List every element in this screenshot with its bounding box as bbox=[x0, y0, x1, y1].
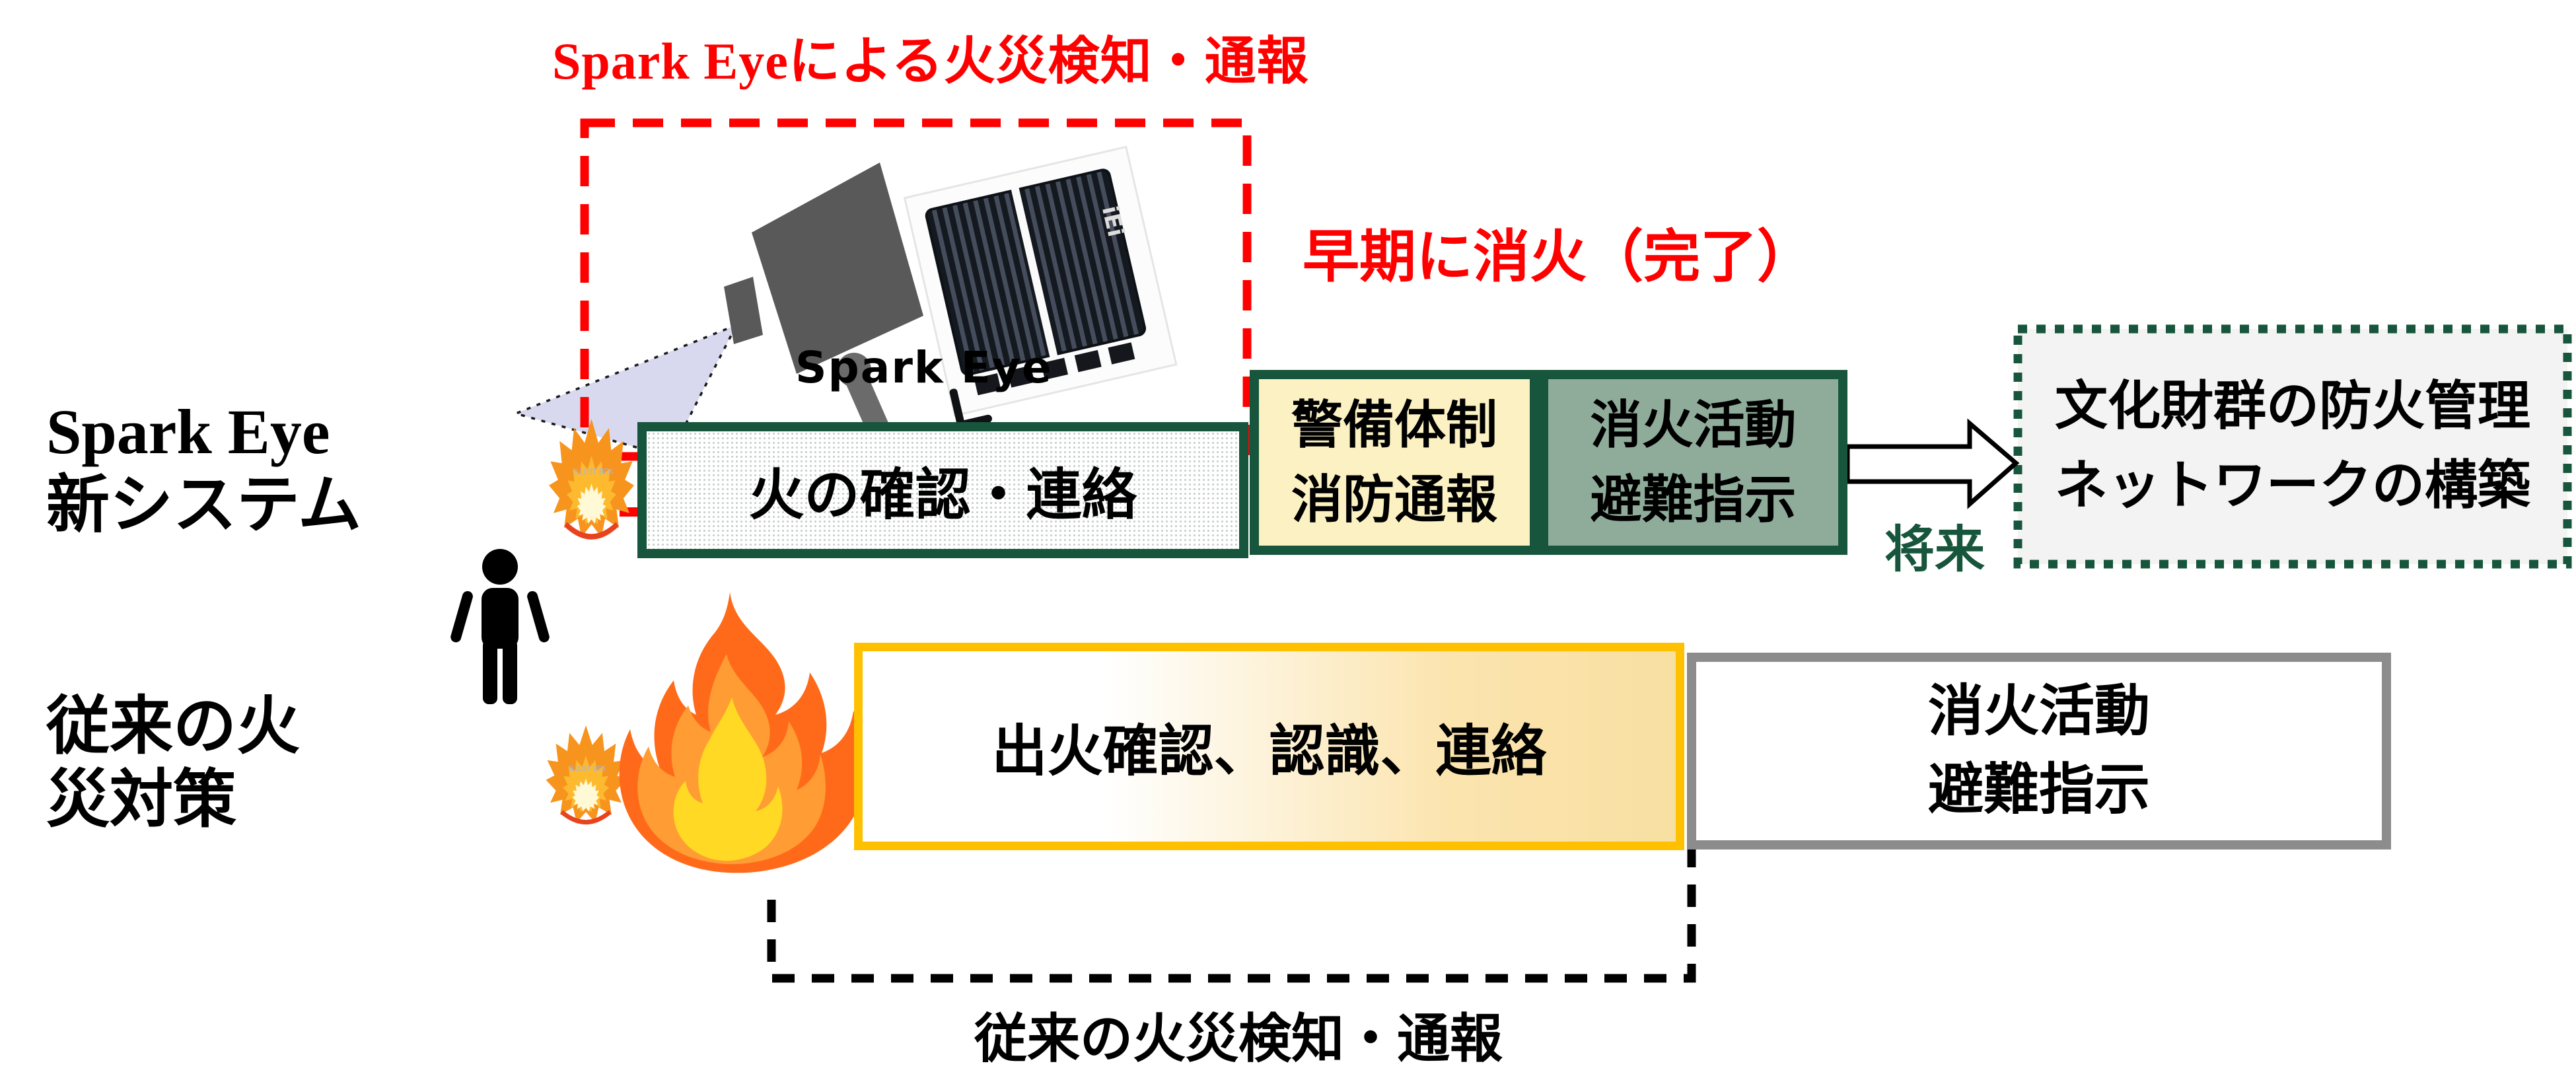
camera-caption: Spark Eye bbox=[795, 342, 1053, 393]
future-network-line1: 文化財群の防火管理 bbox=[2055, 378, 2530, 436]
future-network-line2: ネットワークの構築 bbox=[2055, 457, 2530, 515]
future-network-box bbox=[2013, 324, 2572, 569]
legacy-row-label-line2: 災対策 bbox=[46, 764, 236, 836]
step-legacy-fire-confirm-box: 出火確認、認識、連絡 bbox=[854, 643, 1684, 850]
device-antenna bbox=[949, 388, 965, 427]
future-arrow-icon bbox=[1845, 418, 2020, 509]
edge-device-photo: iEi bbox=[903, 145, 1178, 429]
device-ports bbox=[974, 342, 1135, 396]
spark-eye-detection-title: Spark Eyeによる火災検知・通報 bbox=[552, 32, 1309, 90]
step-extinguish-evacuate-legacy-box: 消火活動 避難指示 bbox=[1687, 653, 2391, 849]
small-flame-legacy bbox=[546, 725, 626, 822]
future-label: 将来 bbox=[1884, 523, 1985, 578]
legacy-row-label: 従来の火 災対策 bbox=[46, 690, 300, 837]
large-fire-icon bbox=[619, 592, 867, 873]
step-extinguish-new-line1: 消火活動 bbox=[1590, 396, 1797, 454]
person-icon bbox=[450, 549, 550, 704]
new-system-row-label: Spark Eye 新システム bbox=[46, 395, 361, 542]
step-security-line1: 警備体制 bbox=[1291, 396, 1497, 454]
step-fire-confirm-contact-box: 火の確認・連絡 bbox=[637, 422, 1248, 558]
new-system-row-label-line1: Spark Eye bbox=[46, 396, 330, 467]
step-extinguish-evacuate-new-box: 消火活動 避難指示 bbox=[1539, 370, 1847, 555]
step-extinguish-new-line2: 避難指示 bbox=[1590, 471, 1797, 528]
new-system-row-label-line2: 新システム bbox=[46, 470, 362, 541]
step-security-line2: 消防通報 bbox=[1291, 471, 1497, 528]
early-extinguish-label: 早期に消火（完了） bbox=[1303, 225, 1814, 289]
step-extinguish-legacy-line2: 避難指示 bbox=[1927, 760, 2150, 821]
legacy-detection-caption: 従来の火災検知・通報 bbox=[974, 1011, 1503, 1069]
step-legacy-fire-confirm-label: 出火確認、認識、連絡 bbox=[991, 721, 1547, 783]
future-network-box-text: 文化財群の防火管理 ネットワークの構築 bbox=[2018, 329, 2567, 564]
step-extinguish-legacy-line1: 消火活動 bbox=[1927, 680, 2150, 742]
legacy-row-label-line1: 従来の火 bbox=[46, 691, 300, 762]
step-security-report-box: 警備体制 消防通報 bbox=[1250, 370, 1539, 555]
step-fire-confirm-contact-label: 火の確認・連絡 bbox=[748, 464, 1137, 526]
legacy-detection-bracket bbox=[767, 838, 1696, 983]
